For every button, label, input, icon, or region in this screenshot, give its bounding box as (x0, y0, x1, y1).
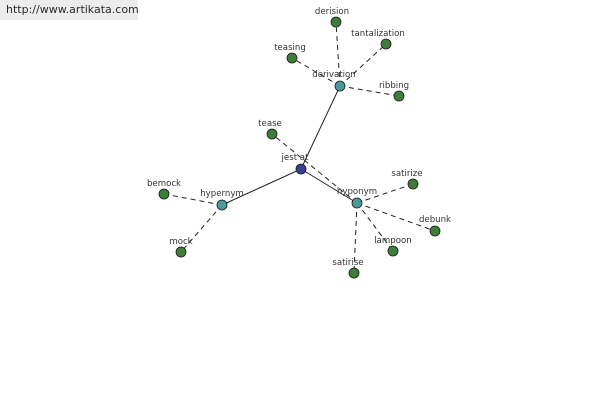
node-debunk[interactable] (429, 225, 441, 237)
edge-derivation-teasing (291, 57, 341, 87)
edge-hypernym-bemock (163, 193, 223, 206)
label-teasing[interactable]: teasing (274, 43, 306, 53)
label-tantalization[interactable]: tantalization (351, 29, 405, 39)
node-hyponym[interactable] (351, 197, 363, 209)
label-debunk[interactable]: debunk (419, 215, 451, 225)
edge-derivation-derision (335, 21, 341, 87)
node-ribbing[interactable] (393, 90, 405, 102)
label-tease[interactable]: tease (258, 119, 282, 129)
edge-derivation-tantalization (339, 43, 387, 87)
node-satirise[interactable] (348, 267, 360, 279)
edge-jest-derivation (300, 85, 341, 170)
label-lampoon[interactable]: lampoon (374, 236, 411, 246)
edge-jest-hyponym (300, 168, 358, 204)
edge-hypernym-mock (180, 204, 223, 253)
graph-labels: jest at derivation hypernym hyponym derision… (147, 7, 451, 268)
label-jest[interactable]: jest at (281, 153, 310, 163)
edge-hyponym-satirize (356, 183, 414, 204)
node-bemock[interactable] (158, 188, 170, 200)
edge-hyponym-debunk (356, 202, 436, 232)
node-satirize[interactable] (407, 178, 419, 190)
label-hypernym[interactable]: hypernym (200, 189, 244, 199)
label-derision[interactable]: derision (315, 7, 349, 17)
label-satirise[interactable]: satirise (332, 258, 363, 268)
label-mock[interactable]: mock (169, 237, 192, 247)
edge-hyponym-satirise (353, 202, 358, 274)
label-derivation[interactable]: derivation (312, 70, 355, 80)
node-derivation[interactable] (334, 80, 346, 92)
node-lampoon[interactable] (387, 245, 399, 257)
label-hyponym[interactable]: hyponym (337, 187, 377, 197)
edge-derivation-ribbing (339, 85, 400, 97)
graph-edges (163, 21, 436, 274)
edge-hyponym-lampoon (356, 202, 394, 252)
node-jest[interactable] (295, 163, 307, 175)
node-mock[interactable] (175, 246, 187, 258)
label-bemock[interactable]: bemock (147, 179, 181, 189)
label-ribbing[interactable]: ribbing (379, 81, 409, 91)
label-satirize[interactable]: satirize (391, 169, 422, 179)
site-url-link[interactable]: http://www.artikata.com (6, 3, 139, 16)
node-hypernym[interactable] (216, 199, 228, 211)
url-banner: http://www.artikata.com (0, 0, 139, 20)
node-teasing[interactable] (286, 52, 298, 64)
node-tease[interactable] (266, 128, 278, 140)
node-derision[interactable] (330, 16, 342, 28)
node-tantalization[interactable] (380, 38, 392, 50)
edge-jest-hypernym (221, 168, 302, 206)
graph-nodes (158, 16, 441, 279)
edge-hyponym-tease (271, 133, 358, 204)
